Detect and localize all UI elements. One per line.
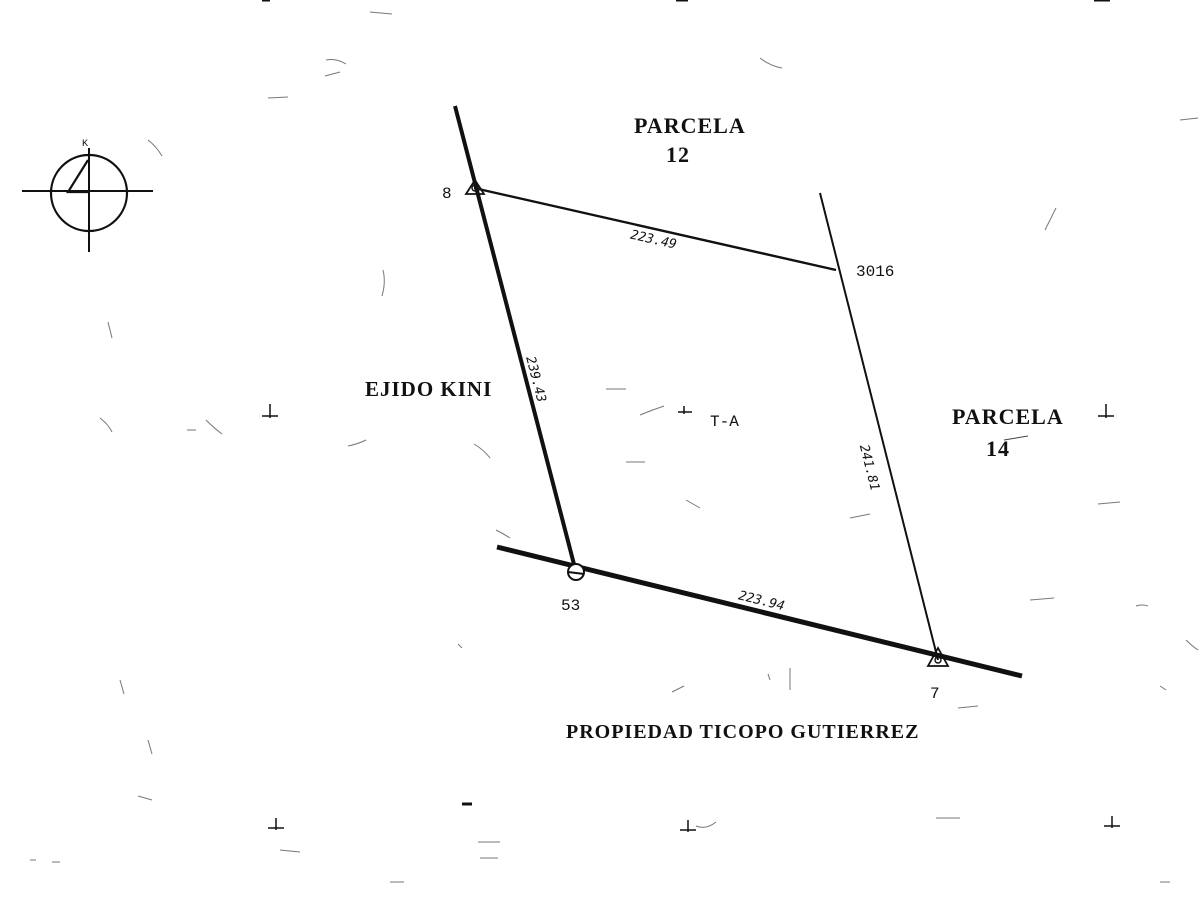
label-parcela-14-line1: PARCELA [952, 404, 1064, 429]
vertex-8-marker [464, 178, 486, 195]
boundary-west [453, 105, 578, 573]
label-ejido: EJIDO KINI [365, 377, 492, 401]
label-propiedad: PROPIEDAD TICOPO GUTIERREZ [566, 721, 919, 743]
vertex-label-7: 7 [930, 685, 940, 703]
north-label: K [82, 139, 88, 150]
label-parcela-12-line2: 12 [666, 142, 690, 167]
label-parcela-12-line1: PARCELA [634, 113, 746, 138]
vertex-label-3016: 3016 [856, 263, 894, 281]
label-parcela-14-line2: 14 [986, 436, 1010, 461]
scan-noise [30, 0, 1199, 883]
label-tract: T-A [710, 413, 739, 431]
triangle-marker-icon [464, 178, 486, 195]
boundary-north [473, 186, 837, 272]
vertex-label-53: 53 [561, 597, 580, 615]
dimension-right: 241.81 [856, 443, 882, 492]
north-arrow-icon: K [22, 139, 153, 252]
vertex-53-marker [567, 563, 585, 581]
vertex-label-8: 8 [442, 185, 452, 203]
parcel-boundaries [453, 105, 1023, 679]
triangle-marker-icon [926, 646, 950, 667]
boundary-east [819, 192, 939, 661]
vertex-7-marker [926, 646, 950, 667]
